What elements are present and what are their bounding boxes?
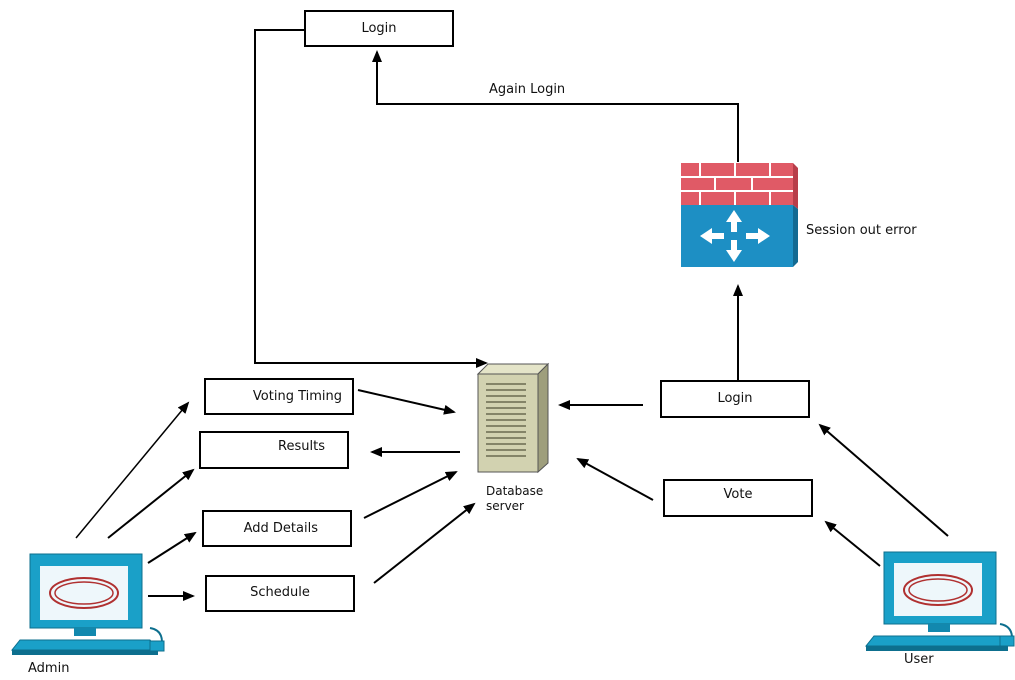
admin-label: Admin bbox=[28, 661, 70, 676]
results-label: Results bbox=[278, 438, 325, 454]
server-tower-icon bbox=[476, 362, 550, 474]
connector-again-login bbox=[372, 50, 739, 162]
add-details-box: Add Details bbox=[202, 510, 352, 547]
user-computer-icon bbox=[864, 551, 1015, 651]
admin-computer-icon bbox=[10, 553, 165, 655]
schedule-label: Schedule bbox=[250, 584, 310, 600]
voting-timing-label: Voting Timing bbox=[252, 389, 342, 404]
vote-box: Vote bbox=[663, 479, 813, 517]
connector-admin-to-results bbox=[107, 468, 195, 539]
session-out-error-label: Session out error bbox=[806, 223, 917, 238]
schedule-box: Schedule bbox=[205, 575, 355, 612]
connector-schedule-to-db bbox=[373, 502, 476, 584]
connector-vote-to-db bbox=[576, 458, 654, 501]
database-server-label-line1: Database bbox=[486, 484, 544, 498]
firewall-router-icon bbox=[681, 163, 798, 267]
user-label: User bbox=[904, 652, 934, 667]
connector-add-details-to-db bbox=[363, 471, 458, 519]
connector-login-to-db bbox=[254, 29, 488, 368]
login-user-box: Login bbox=[660, 380, 810, 418]
connector-admin-to-add-details bbox=[147, 531, 197, 564]
again-login-label: Again Login bbox=[489, 82, 566, 97]
add-details-label: Add Details bbox=[243, 521, 318, 536]
vote-label: Vote bbox=[723, 486, 753, 502]
connector-voting-timing-to-db bbox=[357, 389, 456, 415]
connector-user-to-vote bbox=[824, 520, 881, 567]
database-server-label-line2: server bbox=[486, 499, 524, 513]
connector-admin-to-voting-timing bbox=[75, 401, 190, 539]
login-top-box: Login bbox=[304, 10, 454, 47]
connector-user-to-login bbox=[818, 423, 949, 537]
login-user-label: Login bbox=[717, 390, 753, 406]
results-box: Results bbox=[199, 431, 349, 469]
login-top-label: Login bbox=[361, 21, 397, 36]
voting-timing-box: Voting Timing bbox=[204, 378, 354, 415]
